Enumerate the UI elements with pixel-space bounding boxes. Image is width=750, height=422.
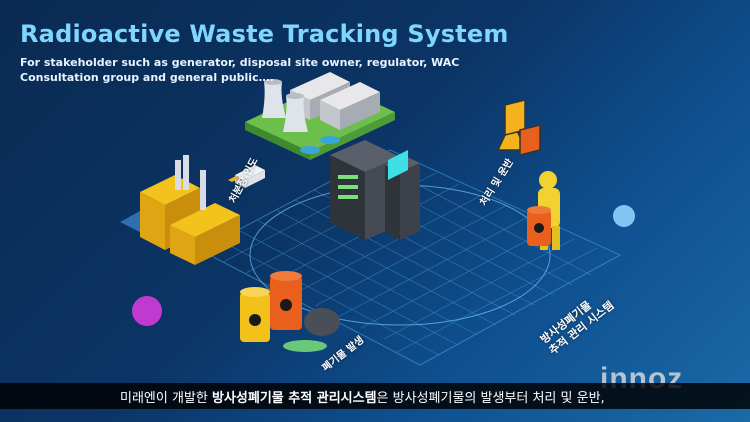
power-plant: [245, 72, 395, 160]
caption-suffix: 은 방사성폐기물의 발생부터 처리 및 운반,: [376, 391, 605, 406]
subtitle: For stakeholder such as generator, dispo…: [20, 55, 460, 85]
truck: [228, 165, 265, 188]
subtitle-line-1: For stakeholder such as generator, dispo…: [20, 56, 460, 69]
barrels: [240, 271, 340, 352]
caption-bold: 방사성폐기물 추적 관리시스템: [212, 391, 377, 406]
caption-text: 미래엔이 개발한 방사성폐기물 추적 관리시스템은 방사성폐기물의 발생부터 처…: [120, 387, 605, 406]
sphere-blue: [613, 205, 635, 227]
hazard-signs: [496, 99, 541, 156]
page-title: Radioactive Waste Tracking System: [20, 20, 509, 48]
subtitle-line-2: Consultation group and general public….: [20, 71, 274, 84]
server-rack: [330, 140, 420, 240]
barrel-worker: [527, 206, 551, 246]
factory: [120, 155, 240, 265]
subtitle-bar: [0, 383, 750, 409]
caption-prefix: 미래엔이 개발한: [120, 391, 212, 406]
sphere-purple: [132, 296, 162, 326]
